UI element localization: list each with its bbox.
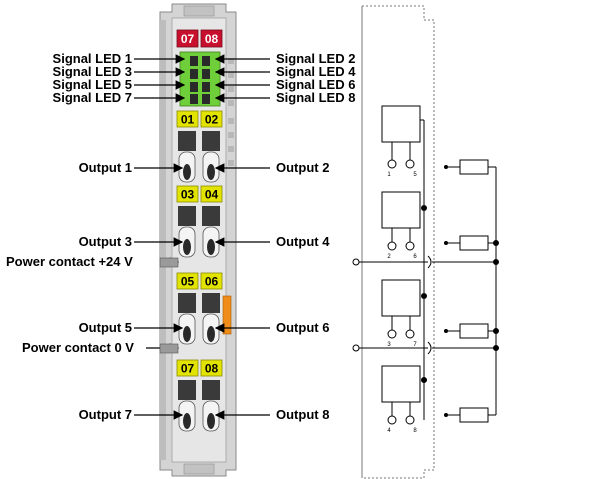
channel-badge-06: 06 <box>205 275 219 289</box>
label-output-5: Output 5 <box>78 320 132 335</box>
label-output-7: Output 7 <box>78 407 132 422</box>
label-output-6: Output 6 <box>276 320 330 335</box>
channel-group-4 <box>176 359 223 432</box>
channel-badge-03: 03 <box>181 188 195 202</box>
schematic-channel-1 <box>381 105 421 169</box>
label-output-4: Output 4 <box>276 234 330 249</box>
channel-badge-07: 07 <box>181 362 195 376</box>
wiring-schematic <box>352 5 499 479</box>
channel-badge-04: 04 <box>205 188 219 202</box>
schematic-loads <box>444 159 499 423</box>
label-power-contact-0v: Power contact 0 V <box>22 340 134 355</box>
terminal-number: 8 <box>413 428 417 434</box>
power-contact-24v <box>159 257 179 268</box>
terminal-number: 6 <box>413 254 417 260</box>
channel-group-2 <box>176 185 223 258</box>
label-signal-led-8: Signal LED 8 <box>276 90 356 105</box>
label-signal-led-6: Signal LED 6 <box>276 77 356 92</box>
channel-badge-05: 05 <box>181 275 195 289</box>
label-signal-led-4: Signal LED 4 <box>276 64 356 79</box>
label-output-2: Output 2 <box>276 160 330 175</box>
label-output-3: Output 3 <box>78 234 132 249</box>
label-signal-led-5: Signal LED 5 <box>52 77 132 92</box>
channel-badge-01: 01 <box>181 113 195 127</box>
label-signal-led-7: Signal LED 7 <box>52 90 132 105</box>
label-signal-led-1: Signal LED 1 <box>52 51 132 66</box>
terminal-number: 2 <box>387 254 391 260</box>
channel-badge-02: 02 <box>205 113 219 127</box>
label-signal-led-2: Signal LED 2 <box>276 51 356 66</box>
terminal-number: 5 <box>413 172 417 178</box>
terminal-number: 7 <box>413 342 417 348</box>
power-contact-0v <box>159 343 179 354</box>
schematic-channel-4 <box>381 365 421 425</box>
channel-badge-08: 08 <box>205 362 219 376</box>
channel-group-3 <box>176 272 232 345</box>
header-badge-07: 07 <box>181 32 195 46</box>
channel-group-1 <box>176 110 223 183</box>
label-power-contact-24v: Power contact +24 V <box>6 254 133 269</box>
terminal-number: 1 <box>387 172 391 178</box>
terminal-number: 4 <box>387 428 391 434</box>
label-output-1: Output 1 <box>78 160 132 175</box>
schematic-channel-2 <box>381 191 421 251</box>
signal-led-block <box>179 51 221 107</box>
header-badge-08: 08 <box>205 32 219 46</box>
header-channel-badges <box>176 29 223 48</box>
schematic-channel-3 <box>381 279 421 339</box>
label-signal-led-3: Signal LED 3 <box>52 64 132 79</box>
label-output-8: Output 8 <box>276 407 330 422</box>
terminal-number: 3 <box>387 342 391 348</box>
